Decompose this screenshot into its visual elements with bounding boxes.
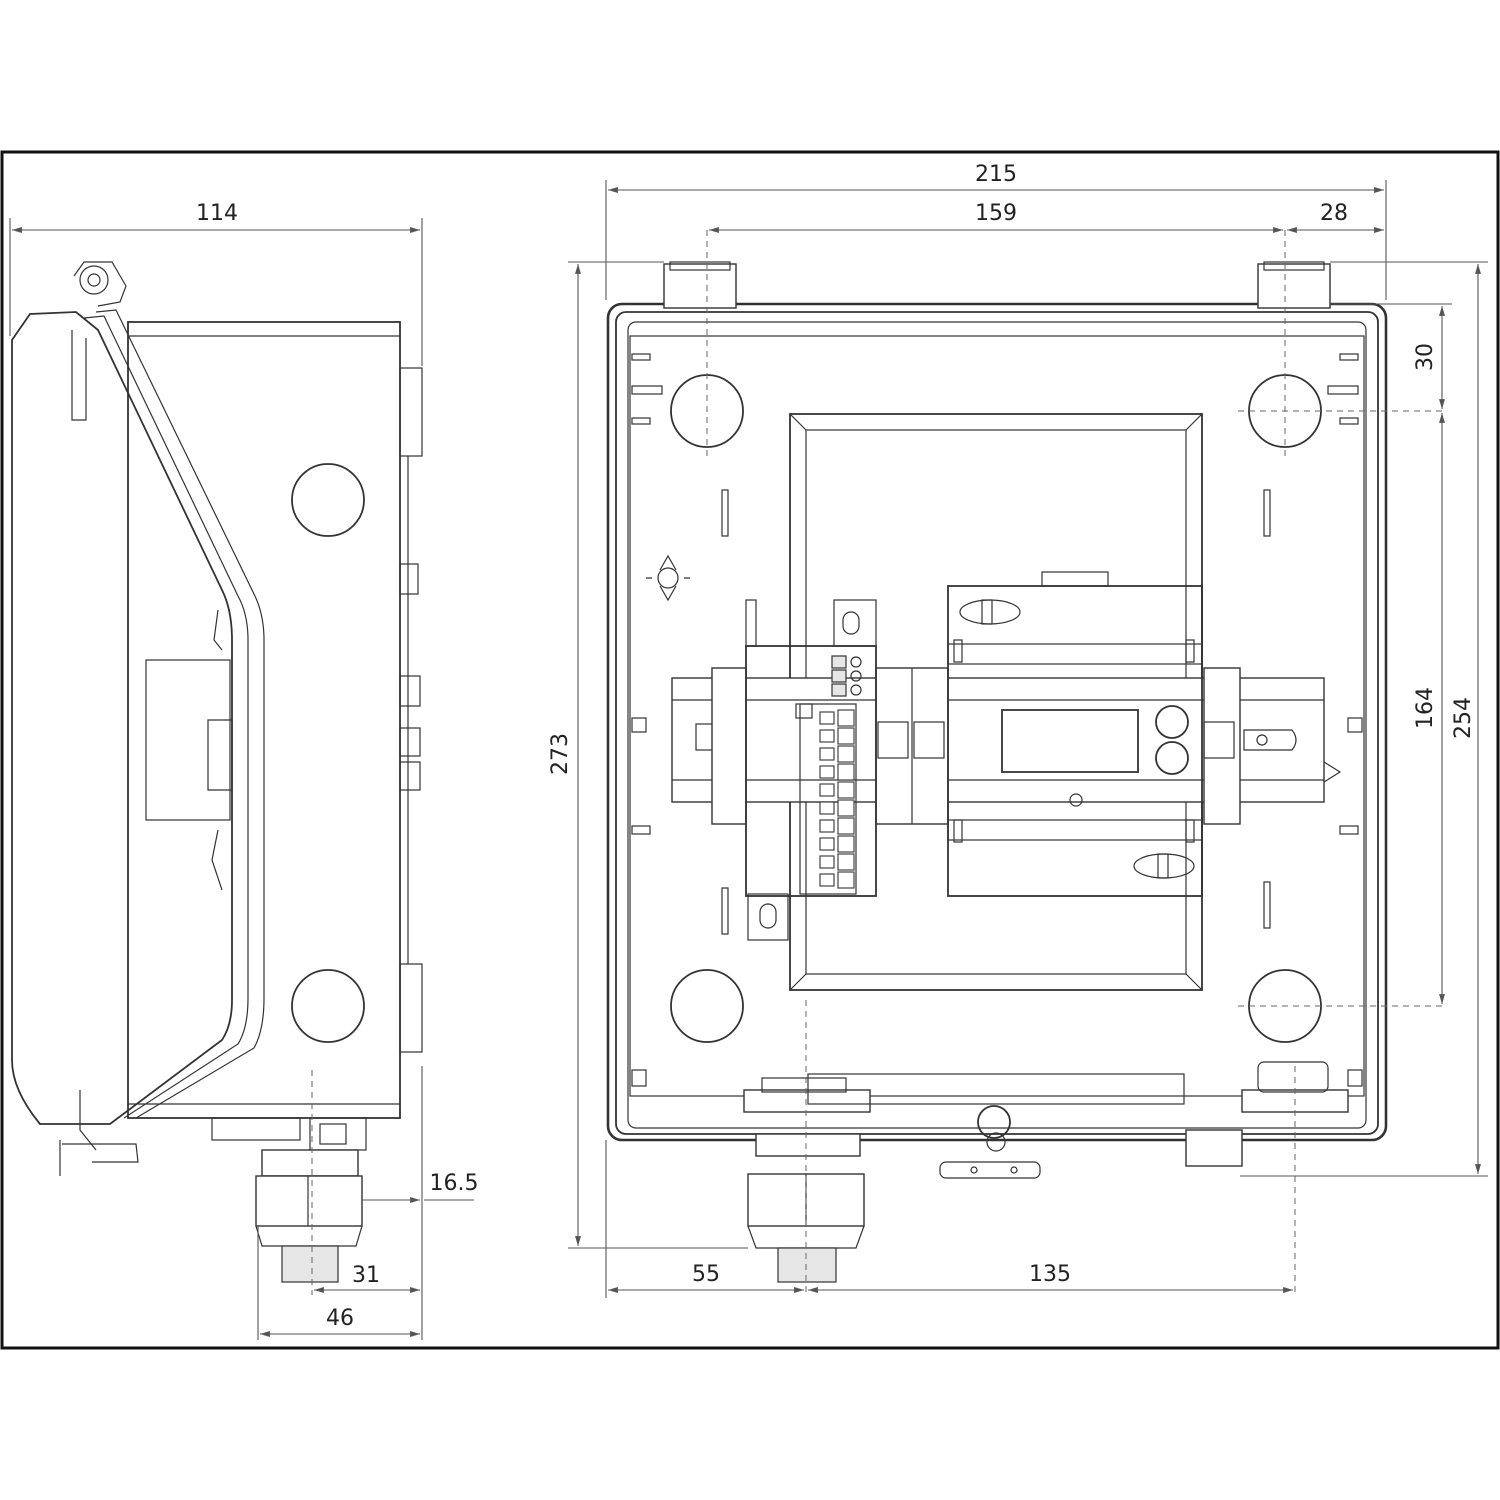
terminal-clamp [837, 871, 855, 889]
terminal-clamp [837, 745, 855, 763]
terminal-cell [819, 729, 835, 743]
terminal-clamp [837, 817, 855, 835]
dim-mount-offset: 30 [1413, 343, 1438, 371]
terminal-clamp [837, 781, 855, 799]
front-view [606, 230, 1446, 1296]
front-cable-glands [743, 1061, 1349, 1283]
dimension-labels: 114 16.5 31 46 215 159 28 273 30 164 254… [196, 162, 1476, 1331]
lock-latch [939, 1105, 1041, 1179]
terminal-clamp [837, 853, 855, 871]
terminal-cell [819, 819, 835, 833]
terminal-cell [819, 747, 835, 761]
dim-front-width: 215 [975, 162, 1017, 187]
front-knockout-bl [670, 969, 744, 1043]
dim-side-width: 114 [196, 201, 238, 226]
terminal-cell [819, 711, 835, 725]
side-knockout-top [291, 463, 365, 537]
dim-front-height: 273 [548, 733, 573, 775]
side-view [11, 261, 423, 1295]
dim-mount-spacing: 164 [1413, 687, 1438, 729]
dim-hinge-spacing: 159 [975, 201, 1017, 226]
dim-inner-height: 254 [1451, 697, 1476, 739]
meter-button-down [1155, 741, 1189, 775]
terminal-cell [819, 765, 835, 779]
terminal-cell [819, 783, 835, 797]
dimension-lines [9, 180, 1488, 1340]
front-housing [606, 302, 1388, 1142]
meter-display [1001, 709, 1139, 773]
terminal-cell [819, 837, 835, 851]
dim-hinge-edge: 28 [1320, 201, 1348, 226]
terminal-clamp [837, 799, 855, 817]
terminal-clamp [837, 709, 855, 727]
terminal-clamp [837, 835, 855, 853]
side-lid-profile [11, 311, 233, 1125]
dim-gland-center: 31 [352, 1263, 380, 1288]
dim-gland-width: 46 [326, 1306, 354, 1331]
dim-gland-offset: 16.5 [430, 1171, 479, 1196]
meter-button-up [1155, 705, 1189, 739]
dim-gland-left: 55 [692, 1262, 720, 1287]
terminal-clamp [837, 727, 855, 745]
terminal-clamp [837, 763, 855, 781]
hinge-left [663, 263, 737, 309]
meter-device [947, 571, 1203, 897]
side-knockout-bottom [291, 969, 365, 1043]
terminal-block [745, 599, 877, 941]
hinge-right [1257, 263, 1331, 309]
drawing-frame [0, 150, 1500, 1350]
terminal-cell [819, 855, 835, 869]
terminal-cell [819, 873, 835, 887]
terminal-cell [819, 801, 835, 815]
dim-gland-right: 135 [1029, 1262, 1071, 1287]
